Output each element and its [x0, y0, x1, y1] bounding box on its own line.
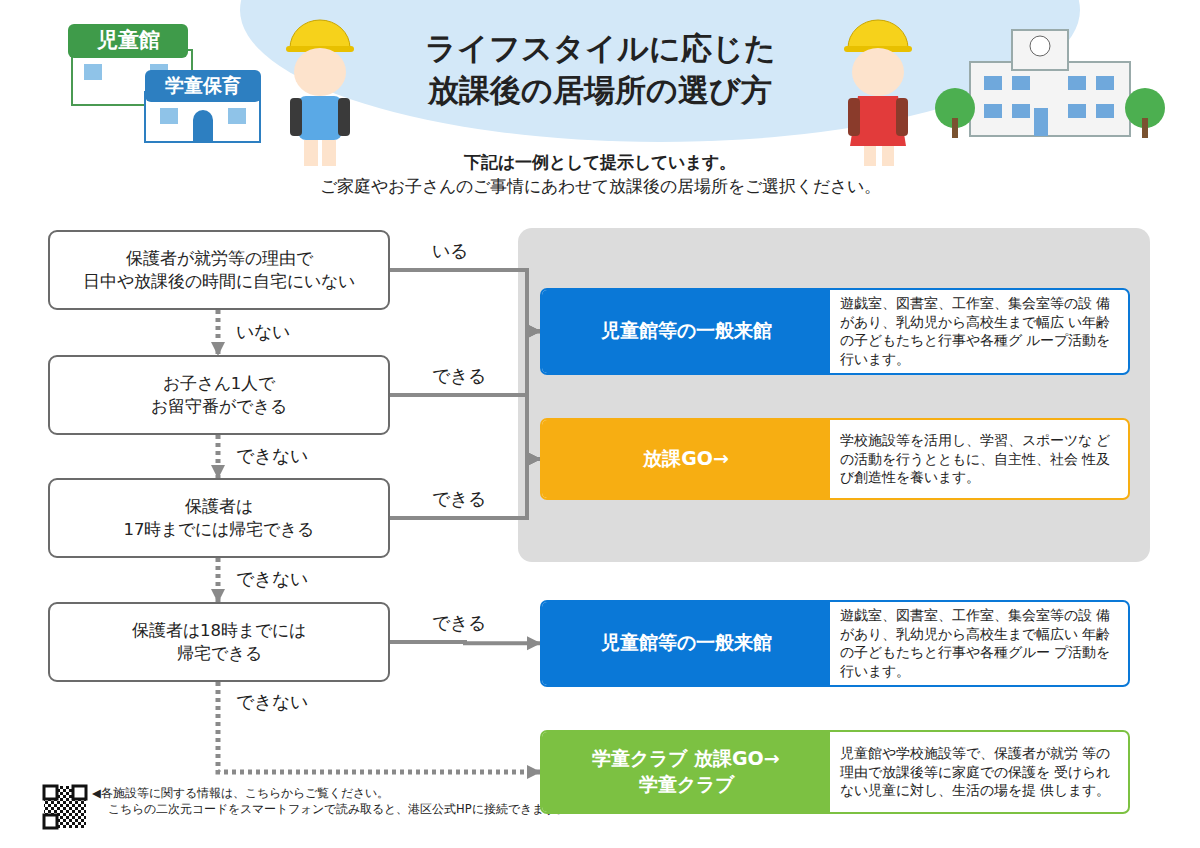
- card-heading: 学童クラブ 放課GO→学童クラブ: [581, 746, 791, 797]
- note-label: 下記は一例として提示しています。: [250, 151, 950, 174]
- flow-arrow: [390, 642, 540, 643]
- card-heading-area: 学童クラブ 放課GO→学童クラブ: [542, 732, 830, 812]
- flow-arrow: [390, 459, 540, 518]
- question-text: 保護者は18時までには 帰宅できる: [114, 619, 324, 665]
- flow-arrow: [390, 395, 540, 459]
- title-text: ライフスタイルに応じた 放課後の居場所の選び方: [390, 28, 810, 112]
- edge-label: できる: [432, 487, 486, 511]
- dashed-arrow: [216, 310, 221, 355]
- note-label: 学童保育: [145, 73, 261, 99]
- decision-box: 保護者は 17時までには帰宅できる: [48, 478, 390, 558]
- card-heading: 放課GO→: [643, 446, 729, 472]
- question-text: お子さん1人で お留守番ができる: [124, 372, 314, 418]
- card-heading-area: 児童館等の一般来館: [542, 602, 830, 685]
- edge-label: できない: [236, 444, 308, 468]
- girl-figure: [844, 20, 912, 166]
- card-heading-area: 児童館等の一般来館: [542, 290, 830, 373]
- destination-box: 学童クラブ 放課GO→学童クラブ児童館や学校施設等で、保護者が就労 等の理由で放…: [540, 730, 1130, 814]
- flow-arrow: [390, 270, 540, 331]
- qr-code: [44, 786, 86, 828]
- question-text: 保護者が就労等の理由で 日中や放課後の時間に自宅にいない: [64, 247, 374, 293]
- card-heading: 児童館等の一般来館: [601, 630, 772, 656]
- building-icons: [68, 24, 261, 142]
- grey-panel: [518, 228, 1150, 562]
- decision-box: お子さん1人で お留守番ができる: [48, 355, 390, 435]
- boy-figure: [286, 20, 354, 166]
- card-body-area: 学校施設等を活用し、学習、スポーツな どの活動を行うとともに、自主性、社会 性及…: [830, 420, 1128, 498]
- destination-box: 放課GO→ 学校施設等を活用し、学習、スポーツな どの活動を行うとともに、自主性、…: [540, 418, 1130, 500]
- decision-box: 保護者が就労等の理由で 日中や放課後の時間に自宅にいない: [48, 230, 390, 310]
- destination-box: 児童館等の一般来館 遊戯室、図書室、工作室、集会室等の設 備があり、乳幼児から高校…: [540, 600, 1130, 687]
- edge-label: いる: [432, 239, 468, 263]
- card-heading: 児童館等の一般来館: [601, 318, 772, 344]
- edge-label: できる: [432, 611, 486, 635]
- edge-label: できる: [432, 364, 486, 388]
- edge-label: いない: [236, 320, 290, 344]
- flow-arrow: [390, 331, 540, 518]
- flow-arrow: [390, 331, 540, 395]
- card-description: 児童館や学校施設等で、保護者が就労 等の理由で放課後等に家庭での保護を 受けられ…: [840, 744, 1118, 800]
- sky-ellipse: [240, 0, 1080, 142]
- card-body-area: 遊戯室、図書室、工作室、集会室等の設 備があり、乳幼児から高校生まで幅広い 年齢…: [830, 602, 1128, 685]
- question-text: 保護者は 17時までには帰宅できる: [114, 495, 324, 541]
- dashed-arrow: [216, 558, 221, 602]
- edge-label: できない: [236, 567, 308, 591]
- card-heading-area: 放課GO→: [542, 420, 830, 498]
- destination-box: 児童館等の一般来館 遊戯室、図書室、工作室、集会室等の設 備があり、乳幼児から高校…: [540, 288, 1130, 375]
- card-description: 遊戯室、図書室、工作室、集会室等の設 備があり、乳幼児から高校生まで幅広 い年齢…: [840, 294, 1118, 369]
- note-label: ◀各施設等に関する情報は、こちらからご覧ください。: [92, 786, 592, 801]
- card-body-area: 遊戯室、図書室、工作室、集会室等の設 備があり、乳幼児から高校生まで幅広 い年齢…: [830, 290, 1128, 373]
- card-description: 学校施設等を活用し、学習、スポーツな どの活動を行うとともに、自主性、社会 性及…: [840, 431, 1118, 487]
- flow-arrow: [390, 270, 540, 459]
- note-label: ご家庭やお子さんのご事情にあわせて放課後の居場所をご選択ください。: [200, 175, 1000, 198]
- dashed-arrow: [218, 682, 540, 772]
- dashed-arrow: [216, 435, 221, 478]
- card-description: 遊戯室、図書室、工作室、集会室等の設 備があり、乳幼児から高校生まで幅広い 年齢…: [840, 606, 1118, 681]
- decision-box: 保護者は18時までには 帰宅できる: [48, 602, 390, 682]
- note-label: 児童館: [68, 26, 188, 54]
- school-building: [935, 30, 1165, 138]
- card-body-area: 児童館や学校施設等で、保護者が就労 等の理由で放課後等に家庭での保護を 受けられ…: [830, 732, 1128, 812]
- edge-label: できない: [236, 690, 308, 714]
